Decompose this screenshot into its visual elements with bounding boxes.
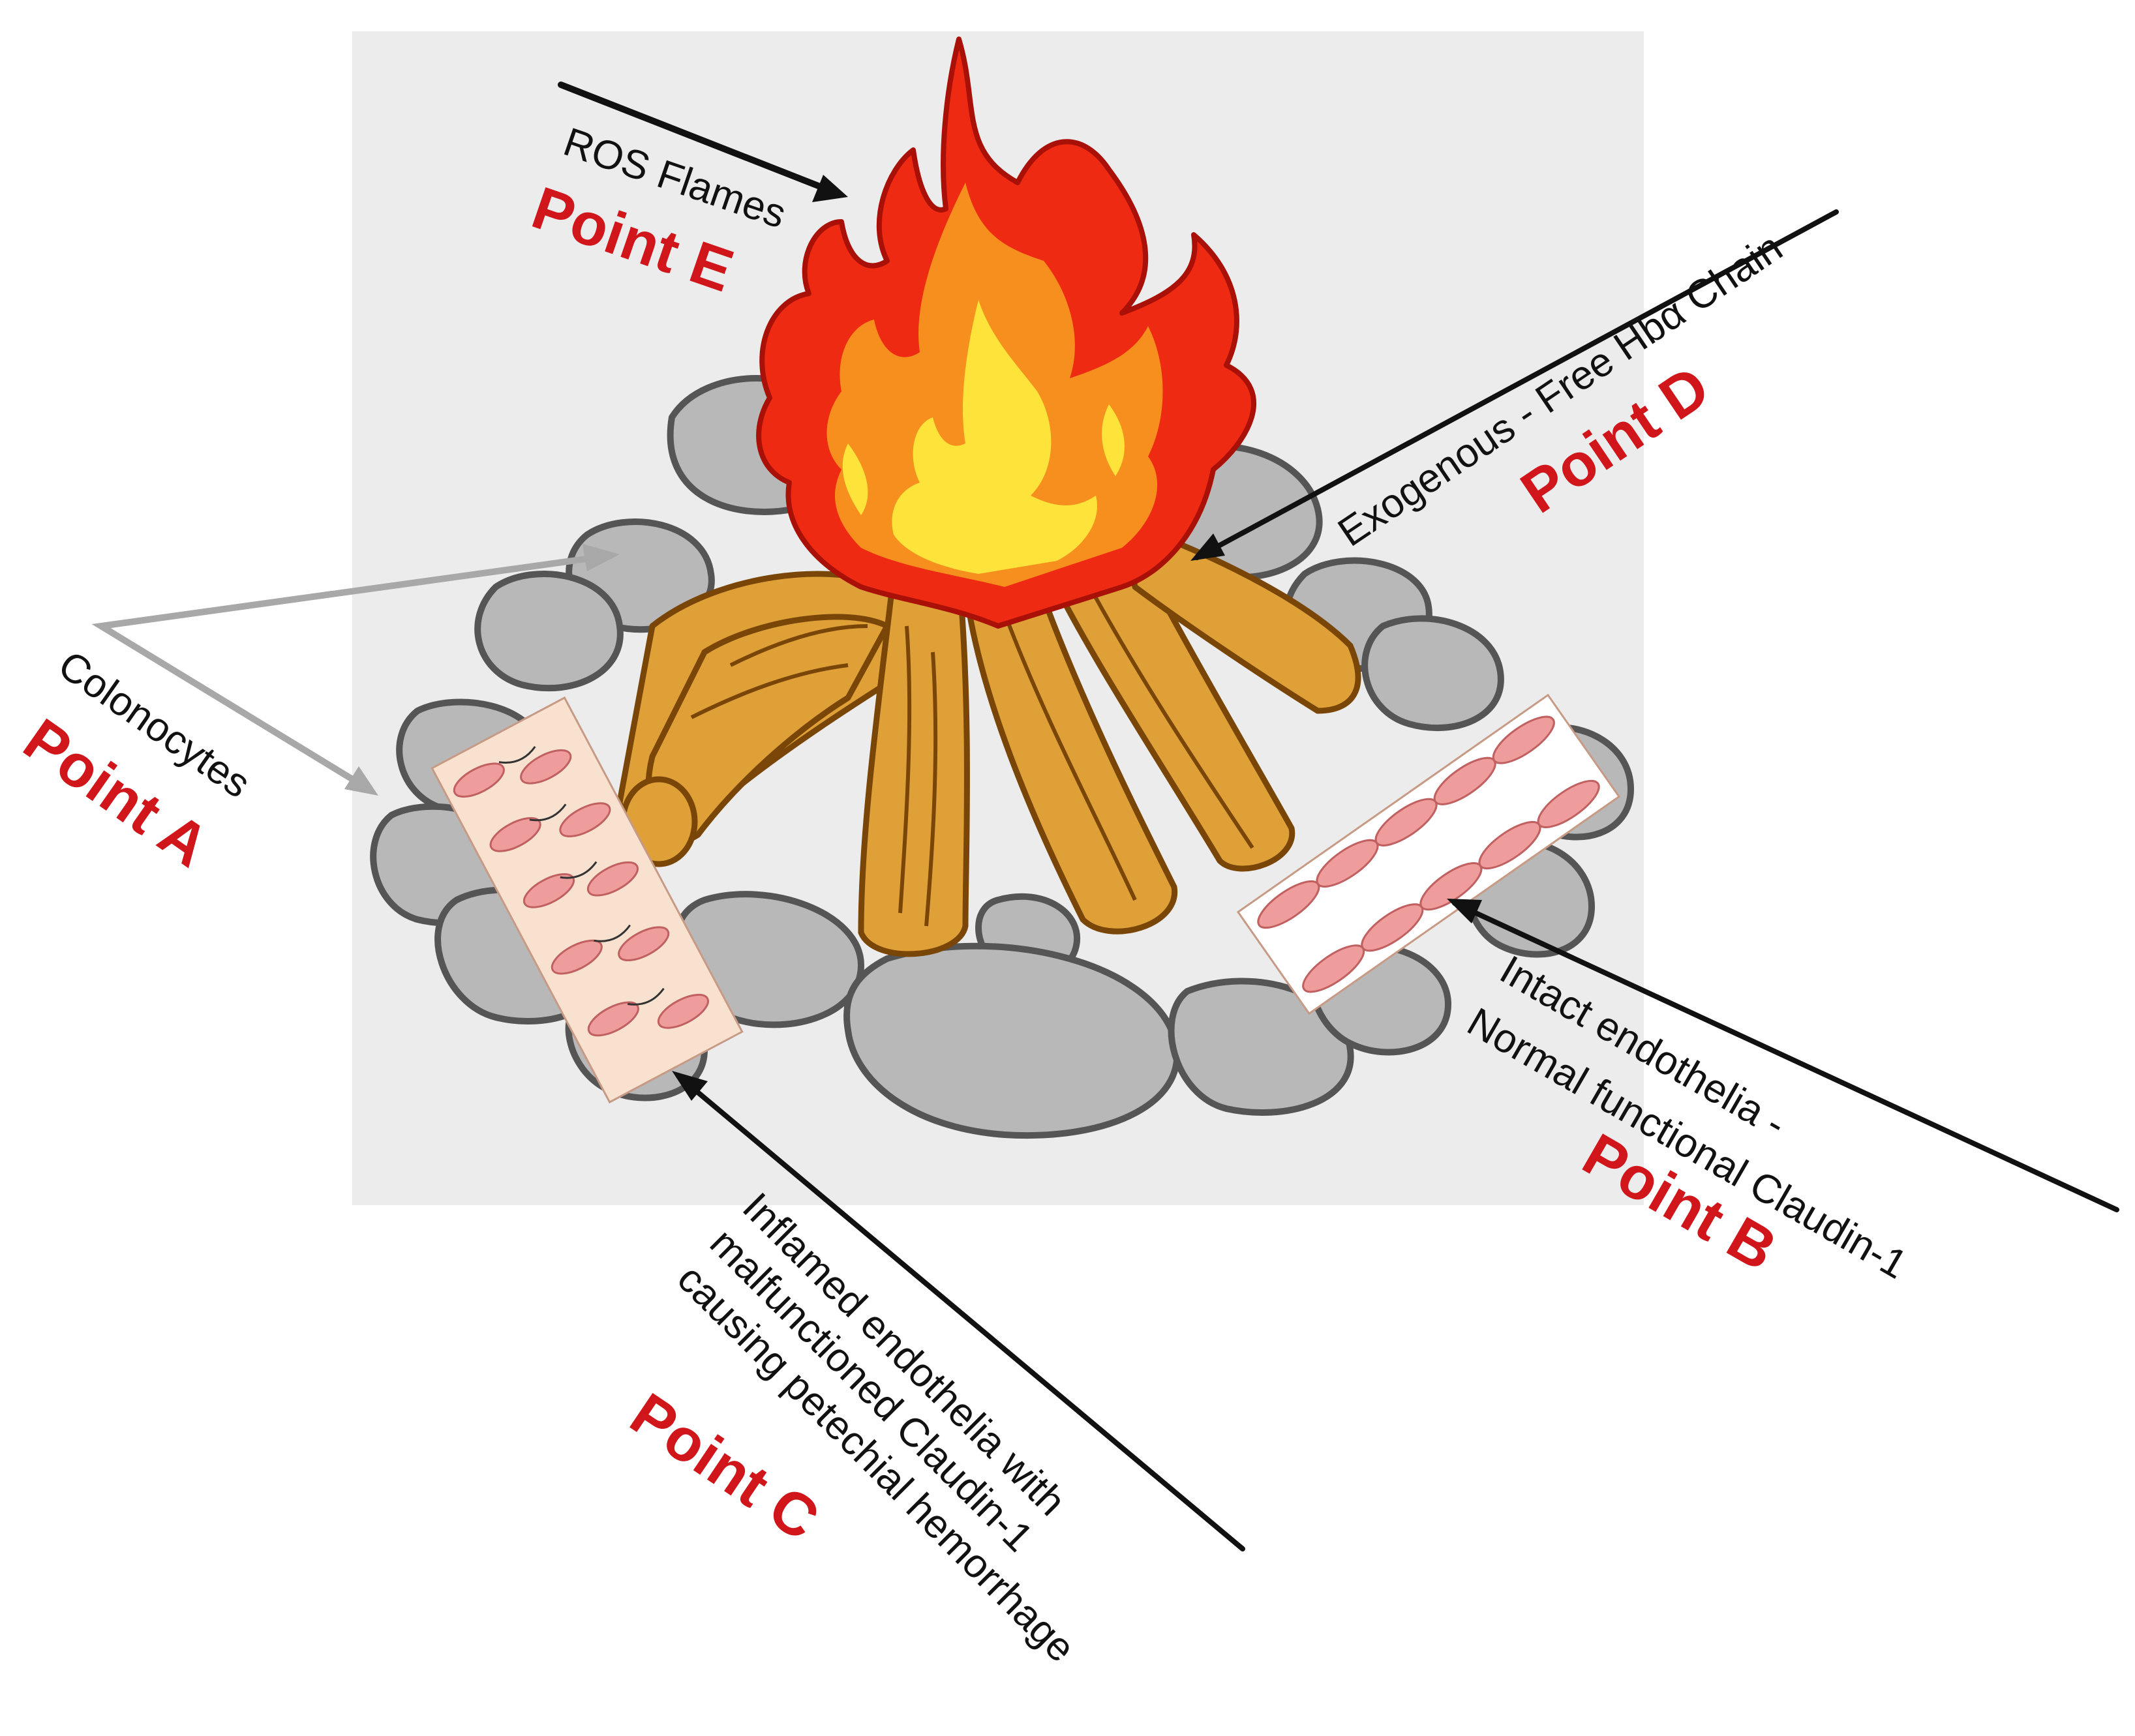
ros-arrow [558,82,838,196]
pointers [91,82,2119,1551]
stone [1361,615,1504,732]
flame-lick [842,443,868,515]
colonocytes-lines [91,552,613,792]
hba-arrowhead [1190,533,1225,561]
stone [474,571,624,692]
ros-arrowhead [812,175,848,202]
log [1119,518,1361,714]
flame-lick [1102,404,1125,476]
log [962,558,1178,935]
log [1040,518,1295,872]
flames [756,37,1257,629]
logs [616,518,1361,957]
inflamed-line [676,1073,1245,1551]
log-grain [690,573,1254,927]
log [858,571,970,957]
colonocytes-arrowhead-lower [344,766,378,796]
intact-line [1452,901,2119,1212]
colonocytes-arrowhead-upper [583,544,620,571]
inflamed-arrowhead [672,1071,708,1101]
flame-inner [892,300,1097,574]
intact-arrowhead [1447,899,1482,923]
hba-line [1194,209,1839,560]
stone [1168,978,1354,1116]
inflamed-endothelia-strip [431,696,744,1104]
intact-endothelia-strip [1236,693,1621,1015]
stone [843,942,1181,1139]
